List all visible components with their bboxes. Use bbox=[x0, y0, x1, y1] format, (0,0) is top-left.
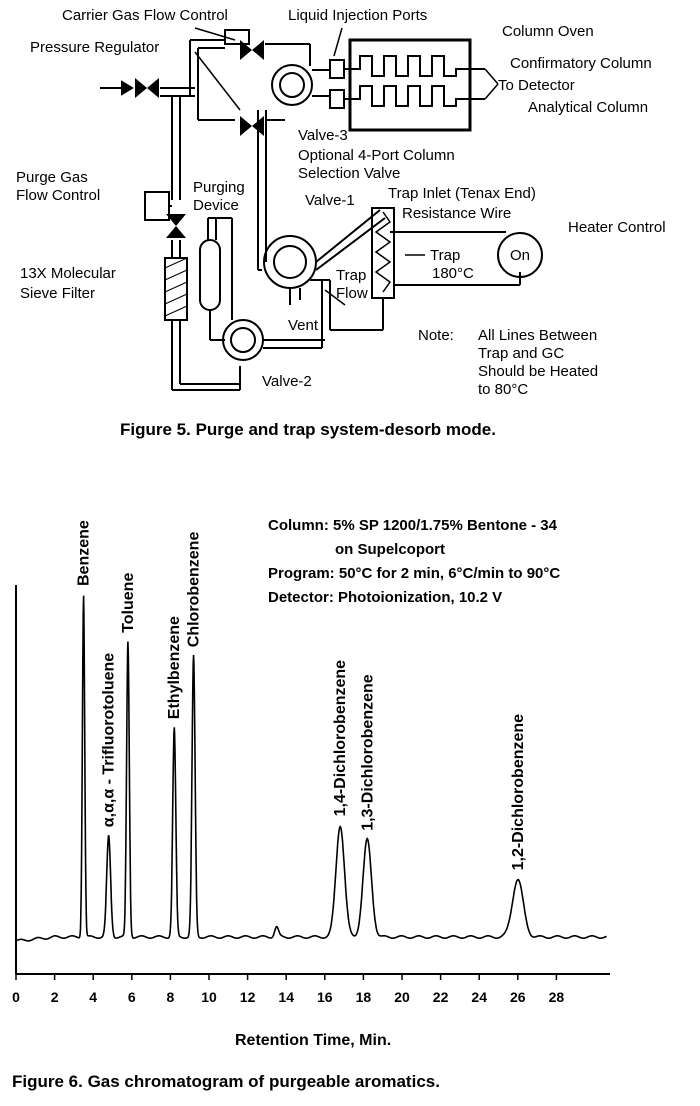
x-tick-label: 8 bbox=[167, 989, 175, 1005]
peak-label: 1,3-Dichlorobenzene bbox=[359, 674, 376, 831]
x-tick-label: 16 bbox=[317, 989, 333, 1005]
heater-on-label: On bbox=[510, 247, 530, 264]
x-tick-label: 4 bbox=[89, 989, 97, 1005]
valve3-label: Valve-3 bbox=[298, 127, 348, 144]
valve2-label: Valve-2 bbox=[262, 373, 312, 390]
peak-label: Benzene bbox=[76, 520, 93, 586]
trap-temp-label: 180°C bbox=[432, 265, 474, 282]
purge-gas-label1: Purge Gas bbox=[16, 169, 88, 186]
peak-label: Toluene bbox=[120, 573, 137, 633]
valve1-label: Valve-1 bbox=[305, 192, 355, 209]
carrier-gas-label: Carrier Gas Flow Control bbox=[62, 7, 228, 24]
vent-label: Vent bbox=[288, 317, 319, 334]
column-info-line2: on Supelcoport bbox=[335, 541, 445, 558]
trap-flow-label1: Trap bbox=[336, 267, 366, 284]
x-tick-label: 28 bbox=[549, 989, 565, 1005]
resistance-wire-label: Resistance Wire bbox=[402, 205, 511, 222]
x-tick-label: 0 bbox=[12, 989, 20, 1005]
x-tick-label: 24 bbox=[471, 989, 487, 1005]
note-line1: All Lines Between bbox=[478, 327, 597, 344]
purging-label1: Purging bbox=[193, 179, 245, 196]
confirmatory-column-label: Confirmatory Column bbox=[510, 55, 652, 72]
peak-label: 1,2-Dichlorobenzene bbox=[510, 714, 527, 871]
trap-flow-label2: Flow bbox=[336, 285, 368, 302]
chromatogram-trace bbox=[15, 595, 607, 942]
note-line2: Trap and GC bbox=[478, 345, 564, 362]
column-oven-label: Column Oven bbox=[502, 23, 594, 40]
valve3-desc2: Selection Valve bbox=[298, 165, 400, 182]
x-axis-label: Retention Time, Min. bbox=[235, 1032, 391, 1049]
note-line4: to 80°C bbox=[478, 381, 528, 398]
figure5-caption: Figure 5. Purge and trap system-desorb m… bbox=[120, 420, 496, 439]
x-tick-label: 20 bbox=[394, 989, 410, 1005]
peak-label: 1,4-Dichlorobenzene bbox=[332, 660, 349, 817]
liquid-injection-label: Liquid Injection Ports bbox=[288, 7, 427, 24]
x-tick-label: 18 bbox=[356, 989, 372, 1005]
x-tick-label: 14 bbox=[278, 989, 294, 1005]
x-tick-label: 26 bbox=[510, 989, 526, 1005]
valve3-desc1: Optional 4-Port Column bbox=[298, 147, 455, 164]
program-info-line: Program: 50°C for 2 min, 6°C/min to 90°C bbox=[268, 565, 560, 582]
note-line3: Should be Heated bbox=[478, 363, 598, 380]
trap-label: Trap bbox=[430, 247, 460, 264]
peak-label: Chlorobenzene bbox=[186, 532, 203, 648]
analytical-column-label: Analytical Column bbox=[528, 99, 648, 116]
note-head: Note: bbox=[418, 327, 454, 344]
sieve-label1: 13X Molecular bbox=[20, 265, 116, 282]
purging-label2: Device bbox=[193, 197, 239, 214]
figure5-diagram: Carrier Gas Flow Control Liquid Injectio… bbox=[16, 7, 666, 439]
peak-label: α,α,α - Trifluorotoluene bbox=[101, 653, 118, 827]
peak-label: Ethylbenzene bbox=[166, 616, 183, 719]
x-tick-label: 6 bbox=[128, 989, 136, 1005]
column-info-line1: Column: 5% SP 1200/1.75% Bentone - 34 bbox=[268, 517, 558, 534]
purge-gas-label2: Flow Control bbox=[16, 187, 100, 204]
to-detector-label: To Detector bbox=[498, 77, 575, 94]
figure6-caption: Figure 6. Gas chromatogram of purgeable … bbox=[12, 1072, 440, 1091]
x-tick-label: 12 bbox=[240, 989, 256, 1005]
pressure-regulator-label: Pressure Regulator bbox=[30, 39, 159, 56]
x-tick-label: 22 bbox=[433, 989, 449, 1005]
trap-inlet-label: Trap Inlet (Tenax End) bbox=[388, 185, 536, 202]
sieve-label2: Sieve Filter bbox=[20, 285, 95, 302]
figure6-chromatogram: Column: 5% SP 1200/1.75% Bentone - 34 on… bbox=[12, 517, 610, 1091]
x-tick-label: 2 bbox=[51, 989, 59, 1005]
detector-info-line: Detector: Photoionization, 10.2 V bbox=[268, 589, 502, 606]
heater-control-label: Heater Control bbox=[568, 219, 666, 236]
x-tick-label: 10 bbox=[201, 989, 217, 1005]
